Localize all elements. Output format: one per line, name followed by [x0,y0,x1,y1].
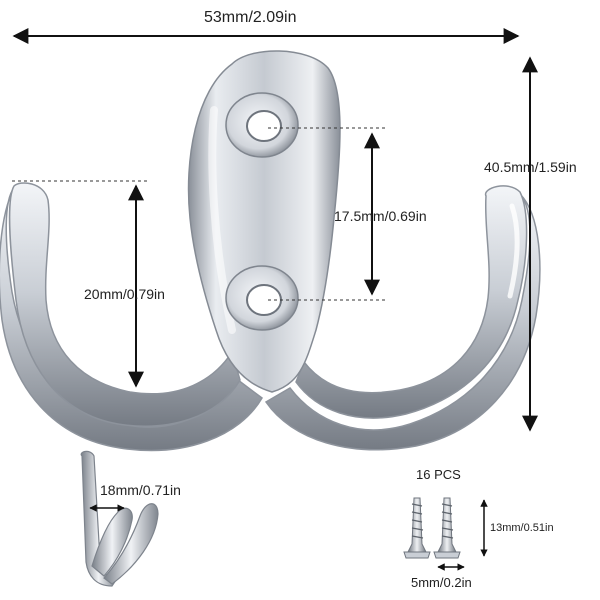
width-label: 53mm/2.09in [204,9,297,26]
height-label: 40.5mm/1.59in [484,159,577,175]
hook-left-arm [0,187,263,452]
screw-length-label: 13mm/0.51in [490,522,554,534]
hole-spacing-dimension [268,127,388,301]
lower-screw-hole [225,265,299,331]
hook-depth-dimension [12,180,150,388]
hole-spacing-label: 17.5mm/0.69in [334,208,427,224]
screw-left [403,497,431,559]
hook-front-view [0,50,541,452]
hook-depth-label: 20mm/0.79in [84,286,165,302]
screw-count-label: 16 PCS [416,467,461,482]
hook-side-view [80,450,159,587]
side-depth-label: 18mm/0.71in [100,482,181,498]
screw-head-label: 5mm/0.2in [411,575,472,590]
upper-screw-hole [225,92,299,158]
screw-right [433,497,461,559]
screws [403,497,488,571]
